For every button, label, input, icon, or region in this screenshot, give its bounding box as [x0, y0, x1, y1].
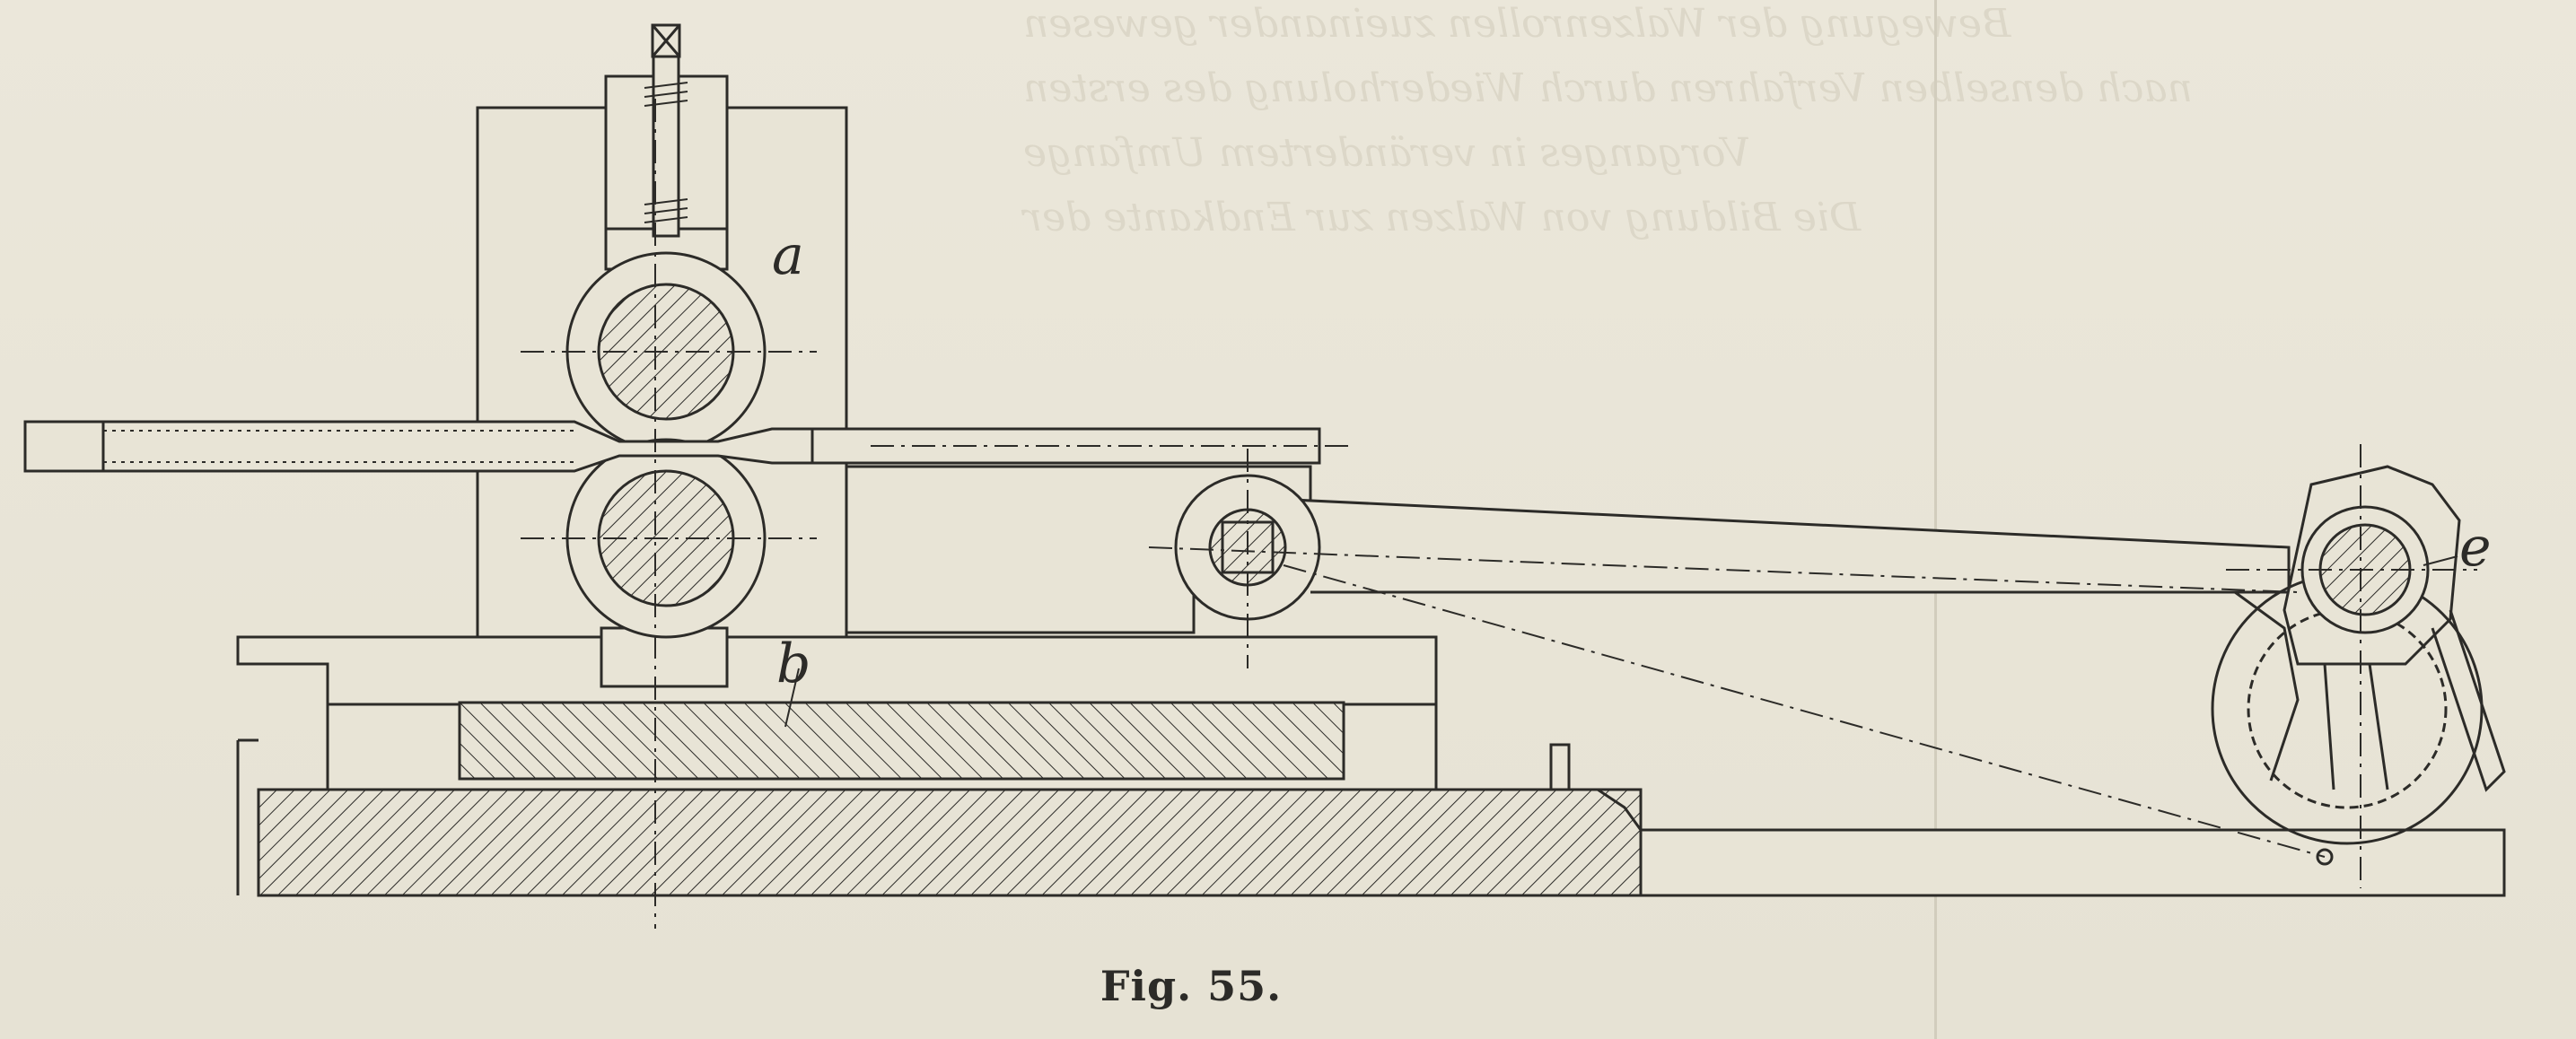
base-plate-step [1551, 788, 1643, 831]
figure-caption-text: Fig. 55. [1100, 962, 1283, 1010]
base-plate [257, 788, 1643, 897]
figure-caption: Fig. 55. [0, 962, 2576, 1010]
label-b: b [776, 633, 810, 695]
workpiece [23, 420, 1321, 473]
slide-b [458, 701, 1345, 781]
label-e: e [2459, 516, 2492, 579]
label-a: a [772, 224, 804, 287]
base-plate-right [1639, 828, 2506, 897]
column-divider [1934, 0, 1937, 1039]
lever-arm [1254, 496, 2291, 594]
